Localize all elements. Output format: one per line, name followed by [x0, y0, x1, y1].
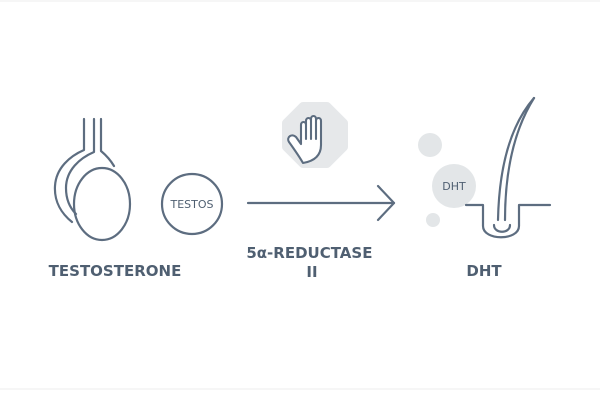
testis-icon	[53, 117, 132, 242]
bubble-small	[426, 213, 440, 227]
enzyme-label-line2: II	[306, 263, 317, 281]
enzyme-label: 5α-REDUCTASE II	[246, 244, 377, 281]
bubble-large	[418, 133, 442, 157]
enzyme-label-line1: 5α-REDUCTASE	[246, 244, 372, 262]
dht-molecule-label: DHT	[442, 180, 466, 193]
testosterone-molecule-label: TESTOS	[169, 198, 213, 211]
dht-label: DHT	[466, 262, 502, 280]
testosterone-label: TESTOSTERONE	[49, 262, 182, 280]
dht-molecule	[432, 164, 476, 208]
hair-follicle-icon	[464, 96, 552, 239]
right-arrow-icon	[246, 184, 396, 222]
stop-hand-icon	[282, 102, 348, 168]
testosterone-molecule	[160, 172, 224, 236]
